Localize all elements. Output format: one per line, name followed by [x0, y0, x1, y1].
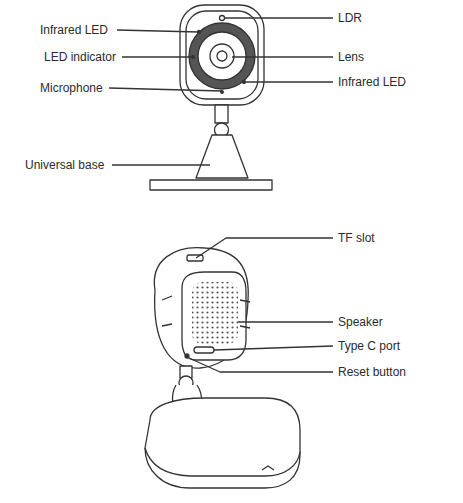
part-label: LED indicator [44, 50, 116, 64]
part-label: Infrared LED [40, 23, 108, 37]
lens-face [198, 32, 246, 80]
part-label: LDR [338, 11, 362, 25]
ldr [220, 16, 225, 21]
speaker-grille [192, 282, 238, 344]
type-c-port [194, 347, 214, 353]
part-label: Infrared LED [338, 75, 406, 89]
infrared-led [243, 81, 246, 84]
back-plate [182, 272, 246, 360]
part-label: Lens [338, 50, 364, 64]
base-plate [145, 398, 300, 488]
tf-slot [187, 255, 203, 261]
lens-center [217, 51, 227, 61]
rear-body [154, 248, 248, 368]
lens [210, 44, 234, 68]
stand-bracket [196, 135, 248, 178]
part-label: Universal base [25, 158, 104, 172]
front-bezel [186, 11, 258, 99]
part-label: Microphone [40, 81, 103, 95]
base-plate [150, 180, 272, 190]
part-label: Speaker [338, 315, 383, 329]
part-label: TF slot [338, 231, 375, 245]
part-label: Type C port [338, 339, 400, 353]
stand-neck [215, 105, 228, 123]
lens-ring [189, 23, 255, 89]
reset-button [185, 354, 189, 358]
part-label: Reset button [338, 365, 406, 379]
